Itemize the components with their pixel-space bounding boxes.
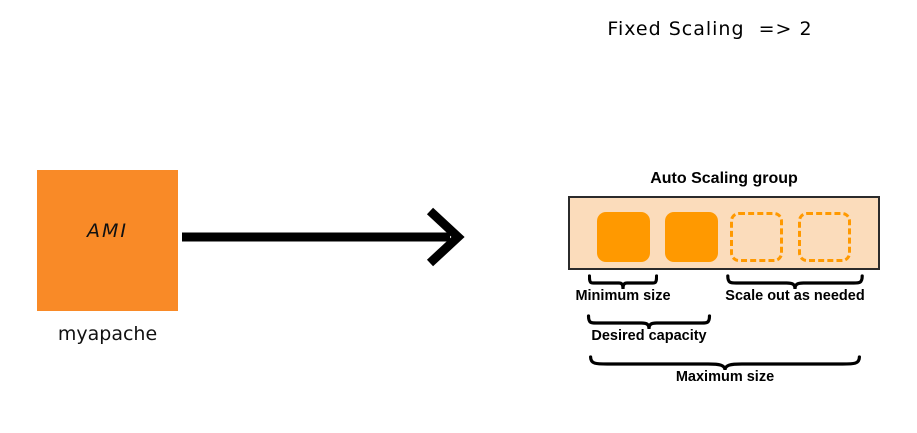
flow-arrow-icon [178,205,468,275]
instance-potential-1 [730,212,783,262]
asg-title: Auto Scaling group [650,170,798,187]
diagram-title: Fixed Scaling => 2 [607,18,813,40]
ami-caption: myapache [57,323,158,345]
instance-running-2 [665,212,718,262]
minimum-size-label: Minimum size [575,288,671,304]
scale-out-brace-icon [725,274,865,291]
ami-box-label: AMI [87,220,128,242]
instance-potential-2 [798,212,851,262]
instance-running-1 [597,212,650,262]
ami-box: AMI [37,170,178,311]
auto-scaling-group-box [568,196,880,270]
maximum-size-brace-icon [585,355,865,372]
minimum-size-brace-icon [588,274,658,291]
desired-capacity-brace-icon [586,314,712,331]
desired-capacity-label: Desired capacity [591,328,707,344]
maximum-size-label: Maximum size [675,369,775,385]
scale-out-label: Scale out as needed [725,288,865,304]
